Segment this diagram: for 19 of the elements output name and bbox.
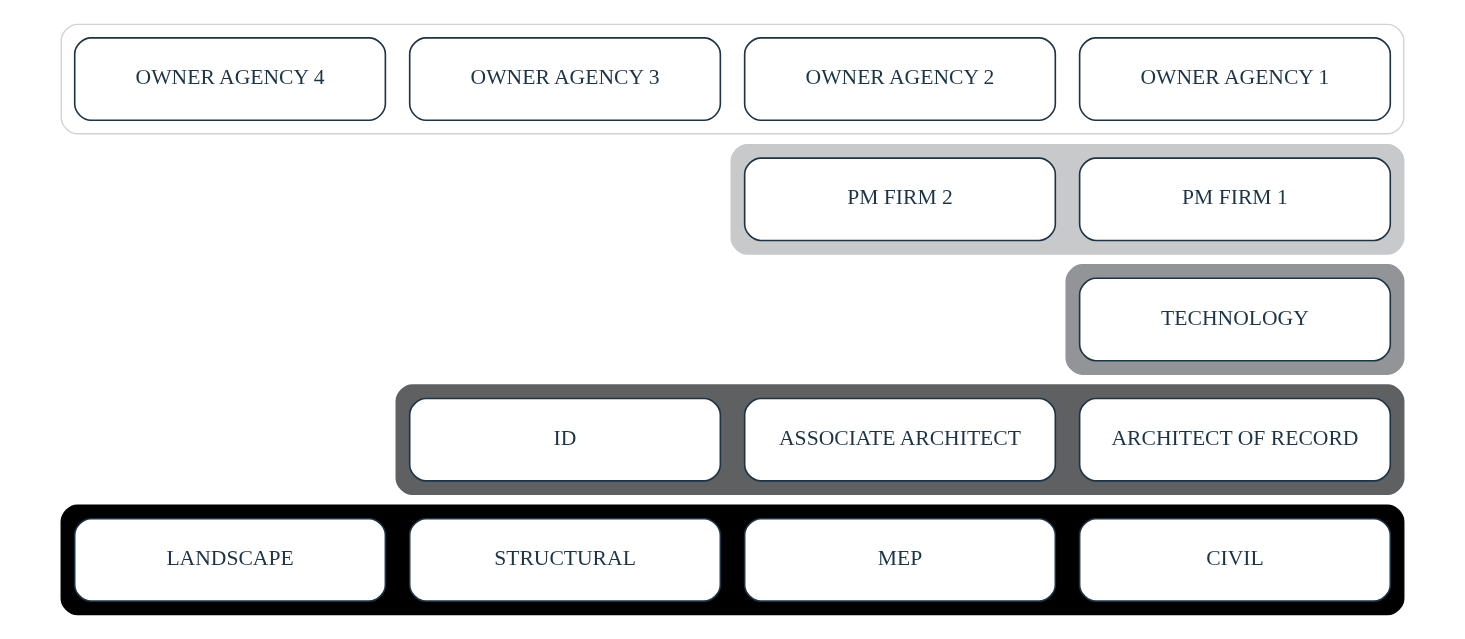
- node-box: ASSOCIATE ARCHITECT: [743, 397, 1057, 482]
- node-box: LANDSCAPE: [73, 517, 387, 602]
- node-box: OWNER AGENCY 4: [73, 37, 387, 122]
- cluster: [60, 504, 1405, 616]
- node-box: OWNER AGENCY 2: [743, 37, 1057, 122]
- node-box: TECHNOLOGY: [1078, 277, 1392, 362]
- node-box: STRUCTURAL: [408, 517, 722, 602]
- cluster: [395, 384, 1405, 496]
- node-box: OWNER AGENCY 1: [1078, 37, 1392, 122]
- node-box: CIVIL: [1078, 517, 1392, 602]
- node-box: PM FIRM 1: [1078, 157, 1392, 242]
- node-box: MEP: [743, 517, 1057, 602]
- node-box: OWNER AGENCY 3: [408, 37, 722, 122]
- cluster: [1065, 264, 1405, 375]
- node-box: ARCHITECT OF RECORD: [1078, 397, 1392, 482]
- cluster: [60, 23, 1405, 135]
- cluster: [730, 143, 1405, 255]
- node-box: ID: [408, 397, 722, 482]
- node-box: PM FIRM 2: [743, 157, 1057, 242]
